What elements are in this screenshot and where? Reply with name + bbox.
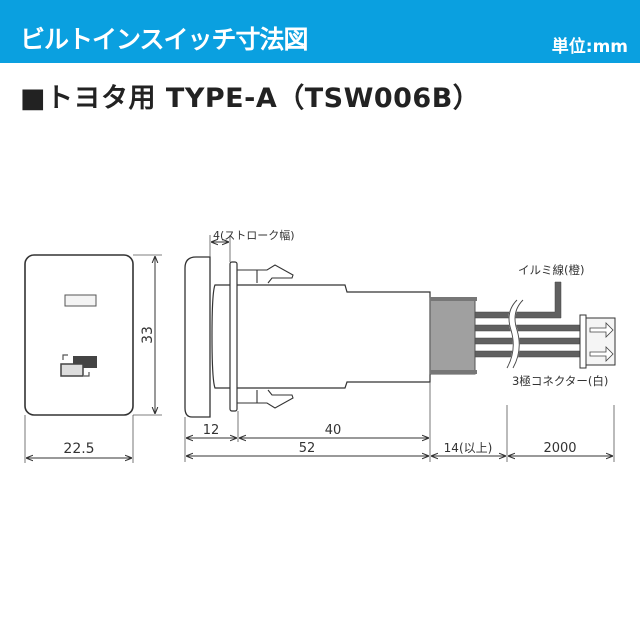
bottom-clip [237,389,294,409]
connector-min-dimension: 14(以上) [444,441,493,455]
header-bar: ビルトインスイッチ寸法図 単位:mm [0,0,640,63]
switch-icon [60,354,97,377]
indicator-window [64,294,97,307]
break-mark [506,297,523,370]
front-view: 33 22.5 [24,254,162,463]
height-dimension: 33 [140,326,156,344]
cable-length-dimension: 2000 [543,441,576,456]
wires [474,281,582,358]
button-cap [184,256,211,418]
illumi-wire-label: イルミ線(橙) [518,263,584,277]
connector-label: 3極コネクター(白) [512,374,608,388]
total-depth-dimension: 52 [299,441,316,456]
stroke-dimension: 4(ストローク幅) [213,229,295,242]
connector-plate [579,314,587,369]
side-view: 4(ストローク幅) イルミ線(橙) 3極コネクター(白) [184,229,616,462]
cable-boot [429,297,476,375]
top-clip [237,264,294,284]
connector-housing [585,317,616,366]
unit-label: 単位:mm [551,37,628,57]
width-dimension: 22.5 [63,441,94,457]
front-depth-dimension: 12 [203,423,220,438]
switch-face [24,254,134,416]
switch-body [211,284,431,389]
model-subtitle: ■トヨタ用 TYPE-A（TSW006B） [20,83,481,114]
body-depth-dimension: 40 [325,423,342,438]
page-title: ビルトインスイッチ寸法図 [20,25,309,54]
mounting-flange [229,261,238,412]
illumi-wire [474,281,562,319]
